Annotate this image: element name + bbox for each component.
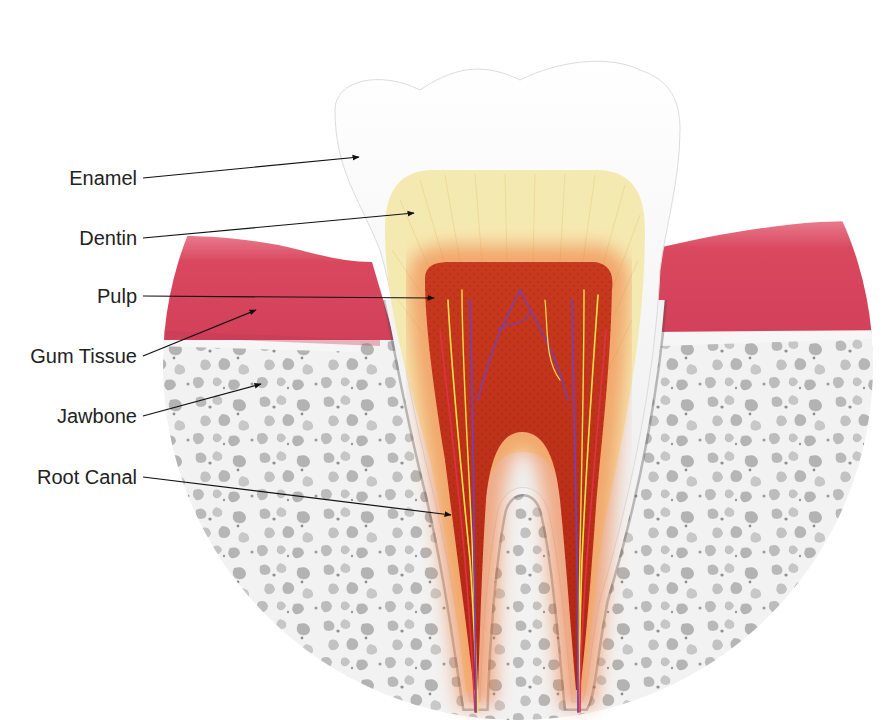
leader-lines	[143, 157, 451, 515]
part-label: Enamel	[69, 166, 137, 190]
part-label: Root Canal	[37, 465, 137, 489]
nerves-vessels	[440, 290, 606, 712]
part-label: Dentin	[79, 226, 137, 250]
leader-line	[143, 213, 414, 238]
leader-line	[143, 157, 359, 178]
leader-line	[143, 477, 451, 515]
leader-line	[143, 296, 434, 298]
dentin	[385, 170, 645, 692]
tooth-socket	[335, 300, 680, 702]
leader-line	[143, 310, 256, 356]
part-label: Gum Tissue	[30, 344, 137, 368]
gum-tissue	[140, 236, 395, 340]
part-label: Pulp	[97, 284, 137, 308]
jaw-section	[0, 221, 896, 720]
leader-line	[143, 384, 261, 416]
enamel	[335, 61, 680, 702]
part-label: Jawbone	[57, 404, 137, 428]
gum-tissue	[650, 221, 896, 332]
